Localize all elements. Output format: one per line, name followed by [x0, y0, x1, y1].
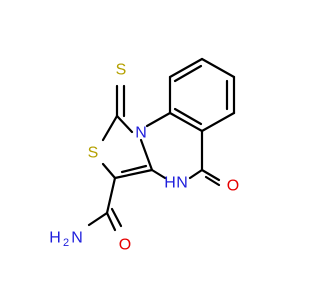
atom-h-of-nh2: H [49, 230, 61, 247]
atom-n-of-nh: N [176, 175, 188, 192]
bond-benz-1 [200, 57, 236, 79]
atom-s-thioxo: S [116, 62, 127, 79]
bond-c5-nh [188, 168, 204, 180]
bond-benz-6 [168, 57, 204, 79]
bond-benz-4-inner [173, 107, 203, 126]
bond-amide-co-2 [110, 207, 123, 228]
bond-n1-c1 [115, 114, 134, 134]
bond-c3a-n1 [139, 138, 154, 172]
bond-amide-n [87, 211, 109, 227]
bond-c3-c3a-inner [120, 164, 148, 174]
bond-c3-camide [105, 176, 117, 215]
atom-labels: S S N H N O O H 2 N [49, 62, 239, 254]
atom-h-of-nh: H [164, 175, 176, 192]
atom-o-amide: O [119, 237, 131, 254]
bond-nh-c3a [150, 168, 167, 180]
atom-n-ring: N [135, 125, 147, 142]
bond-benz-3 [200, 111, 236, 133]
bond-keto-2 [204, 175, 221, 187]
bonds [87, 57, 236, 232]
atom-o-keto: O [227, 178, 239, 195]
bond-keto-1 [200, 168, 221, 182]
bond-benz-4 [168, 111, 204, 133]
bond-benz-6-inner [173, 64, 203, 83]
atom-subscript-2: 2 [63, 237, 69, 249]
bond-c8a-n1 [145, 111, 172, 128]
bond-s-c3 [101, 162, 117, 180]
bond-c3-c3a [113, 168, 154, 180]
chemical-structure-diagram: S S N H N O O H 2 N [49, 57, 239, 254]
bond-c1-s [101, 114, 119, 142]
atom-n-of-nh2: N [71, 230, 83, 247]
atom-s-ring: S [88, 145, 99, 162]
bond-amide-co-1 [105, 211, 117, 232]
